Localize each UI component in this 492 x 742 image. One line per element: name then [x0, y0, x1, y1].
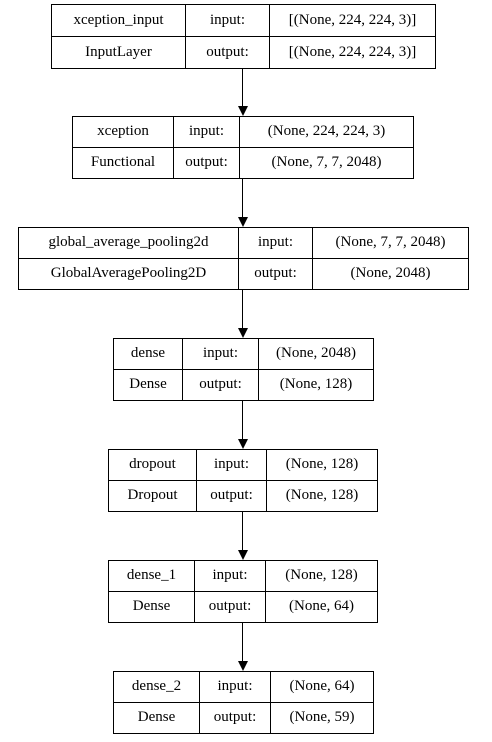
- output-label: output:: [194, 591, 265, 622]
- input-shape: (None, 128): [265, 561, 377, 591]
- layer-name: dense_1: [126, 567, 177, 584]
- edge-line: [242, 179, 243, 218]
- layer-class: Functional: [90, 154, 156, 171]
- input-shape: (None, 224, 224, 3): [239, 117, 413, 147]
- output-shape: [(None, 224, 224, 3)]: [269, 36, 435, 68]
- input-shape: [(None, 224, 224, 3)]: [269, 5, 435, 36]
- layer-class: Dense: [137, 709, 176, 726]
- layer-class: Dense: [129, 376, 167, 393]
- input-label: input:: [182, 339, 258, 369]
- node-dense-2: dense_2 input: (None, 64) Dense output: …: [113, 671, 374, 734]
- input-label: input:: [196, 450, 266, 480]
- input-label: input:: [199, 672, 270, 702]
- input-shape: (None, 7, 7, 2048): [312, 228, 468, 258]
- layer-class: GlobalAveragePooling2D: [50, 265, 207, 282]
- arrow-head: [238, 106, 248, 116]
- node-xception-input: xception_input input: [(None, 224, 224, …: [51, 4, 436, 69]
- layer-name: dropout: [129, 456, 176, 473]
- output-label: output:: [196, 480, 266, 511]
- output-label: output:: [173, 147, 239, 178]
- layer-name: dense: [130, 345, 166, 362]
- edge-line: [242, 401, 243, 440]
- layer-class: Dropout: [127, 487, 178, 504]
- layer-class: Dense: [132, 598, 171, 615]
- arrow-head: [238, 661, 248, 671]
- input-label: input:: [173, 117, 239, 147]
- output-label: output:: [182, 369, 258, 400]
- arrow-head: [238, 328, 248, 338]
- output-shape: (None, 128): [258, 369, 373, 400]
- output-shape: (None, 64): [265, 591, 377, 622]
- input-label: input:: [185, 5, 269, 36]
- input-label: input:: [194, 561, 265, 591]
- arrow-head: [238, 439, 248, 449]
- layer-name: dense_2: [131, 678, 182, 695]
- arrow-head: [238, 550, 248, 560]
- edge-line: [242, 623, 243, 662]
- output-shape: (None, 7, 7, 2048): [239, 147, 413, 178]
- layer-name: xception_input: [73, 11, 164, 28]
- output-label: output:: [185, 36, 269, 68]
- output-label: output:: [238, 258, 312, 289]
- node-xception: xception input: (None, 224, 224, 3) Func…: [72, 116, 414, 179]
- arrow-head: [238, 217, 248, 227]
- node-dropout: dropout input: (None, 128) Dropout outpu…: [108, 449, 378, 512]
- output-label: output:: [199, 702, 270, 733]
- node-dense: dense input: (None, 2048) Dense output: …: [113, 338, 374, 401]
- layer-name: global_average_pooling2d: [48, 234, 209, 251]
- node-global-average-pooling2d: global_average_pooling2d input: (None, 7…: [18, 227, 469, 290]
- edge-line: [242, 290, 243, 329]
- output-shape: (None, 128): [266, 480, 377, 511]
- layer-name: xception: [97, 123, 149, 140]
- layer-class: InputLayer: [85, 43, 152, 60]
- node-dense-1: dense_1 input: (None, 128) Dense output:…: [108, 560, 378, 623]
- input-shape: (None, 128): [266, 450, 377, 480]
- output-shape: (None, 2048): [312, 258, 468, 289]
- output-shape: (None, 59): [270, 702, 373, 733]
- input-shape: (None, 64): [270, 672, 373, 702]
- input-label: input:: [238, 228, 312, 258]
- edge-line: [242, 512, 243, 551]
- edge-line: [242, 69, 243, 107]
- input-shape: (None, 2048): [258, 339, 373, 369]
